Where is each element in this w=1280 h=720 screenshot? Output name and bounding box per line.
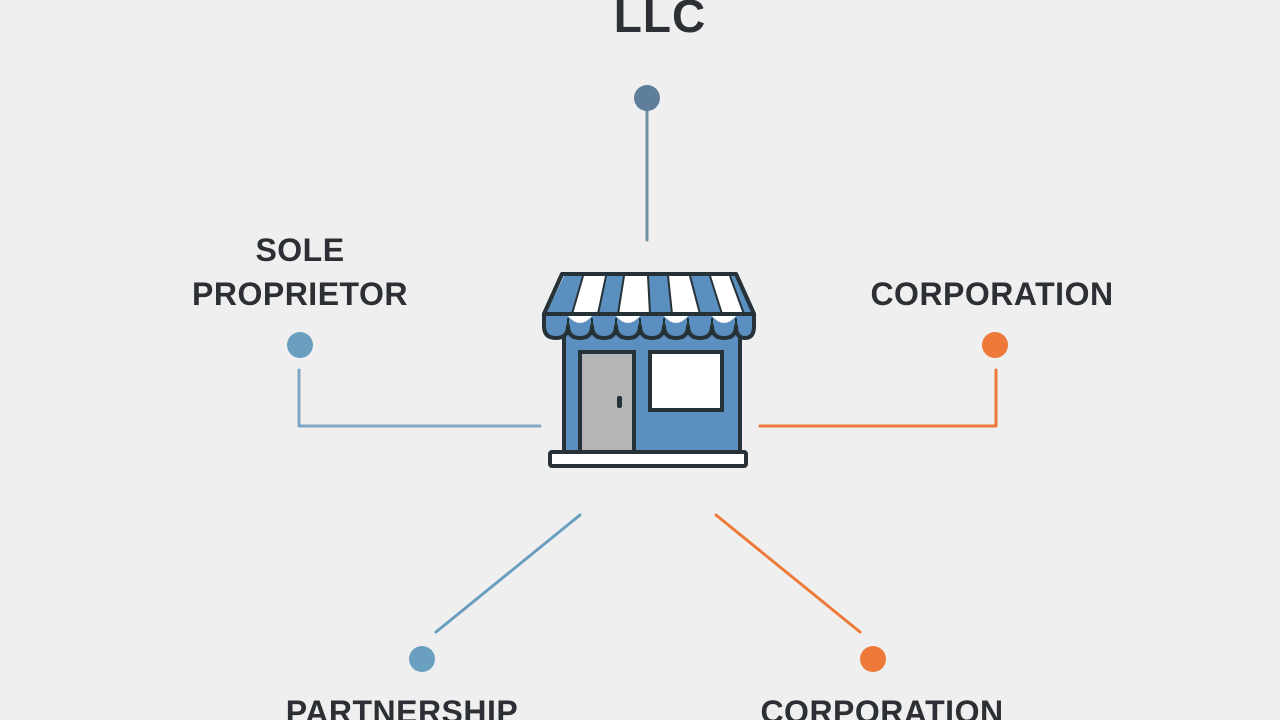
- node-dot-corporation-bottom: [860, 646, 886, 672]
- node-dot-partnership: [409, 646, 435, 672]
- label-corporation-bottom: CORPORATION: [760, 694, 1004, 720]
- connector-sole-proprietor: [297, 368, 542, 428]
- node-dot-sole-proprietor: [287, 332, 313, 358]
- storefront-icon: [542, 272, 756, 468]
- window: [648, 350, 724, 412]
- door: [578, 350, 636, 454]
- connector-corporation-bottom: [714, 513, 862, 634]
- label-llc: LLC: [613, 0, 707, 42]
- door-handle: [617, 396, 622, 408]
- awning-valance: [542, 312, 756, 340]
- node-dot-llc: [634, 85, 660, 111]
- label-corporation-right: CORPORATION: [870, 276, 1114, 312]
- node-dot-corporation-right: [982, 332, 1008, 358]
- connector-corporation-right: [758, 368, 998, 428]
- label-partnership: PARTNERSHIP: [285, 694, 519, 720]
- connector-partnership: [434, 513, 582, 634]
- storefront-base: [548, 450, 748, 468]
